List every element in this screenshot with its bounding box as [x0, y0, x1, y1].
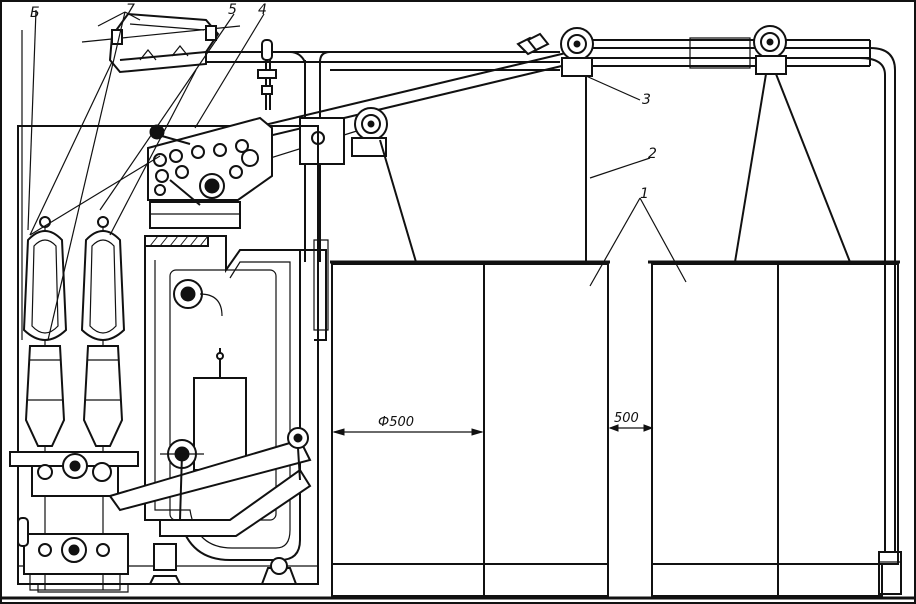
hopper-7	[82, 14, 240, 72]
frame-pulley-upper	[174, 280, 222, 316]
spindle-drive	[10, 440, 310, 590]
bobbin-left	[24, 217, 66, 590]
feed-strands	[22, 30, 196, 340]
label-5: 5	[228, 2, 237, 18]
dimension-diameter-label: Ф500	[378, 415, 414, 430]
valve	[258, 40, 276, 110]
can-right	[648, 262, 900, 596]
overhead-duct	[200, 34, 901, 594]
drafting-head	[148, 118, 272, 228]
label-4: 4	[258, 2, 267, 18]
dimension-gap-label: 500	[614, 411, 639, 426]
bobbin-right	[82, 217, 124, 590]
label-1: 1	[640, 186, 649, 202]
dimension-diameter	[334, 429, 482, 435]
pulley-right	[735, 26, 850, 262]
lower-lever	[160, 428, 310, 536]
leader-lines	[28, 10, 686, 340]
label-2: 2	[648, 146, 657, 162]
machine-feet	[38, 544, 296, 592]
frame-pulley-lower	[160, 440, 204, 520]
label-3: 3	[642, 92, 651, 108]
dimension-gap	[610, 425, 652, 431]
label-6: Б	[30, 5, 40, 21]
label-7: 7	[126, 2, 135, 18]
can-left	[330, 262, 610, 596]
pulley-3	[561, 28, 593, 262]
pulley-inclined	[352, 108, 416, 262]
